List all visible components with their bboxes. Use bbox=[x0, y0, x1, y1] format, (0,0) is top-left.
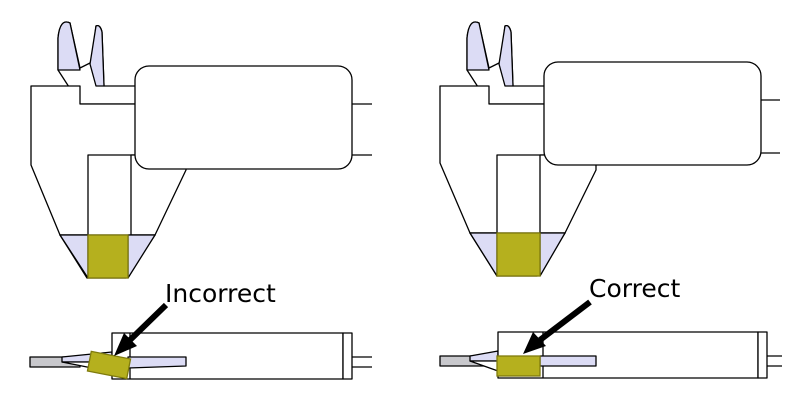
caliper-right-upper-jaw-face-2 bbox=[498, 24, 514, 87]
caliper-left-tip-face-right bbox=[127, 234, 156, 279]
side-right-fixed-jaw-upper bbox=[469, 350, 499, 362]
caliper-right-tip-face-right bbox=[539, 232, 566, 277]
side-left-body bbox=[111, 332, 344, 380]
workpiece-left bbox=[87, 234, 129, 279]
side-left-rod bbox=[352, 356, 372, 368]
arrow-correct bbox=[523, 299, 592, 354]
side-right-sliding-jaw bbox=[539, 355, 597, 367]
side-view-right bbox=[439, 331, 782, 379]
side-view-left bbox=[29, 332, 372, 380]
caliper-left bbox=[30, 21, 372, 279]
workpiece-right bbox=[496, 232, 541, 277]
caliper-right-tip-face-left bbox=[469, 232, 498, 277]
caliper-left-body bbox=[134, 65, 353, 170]
caliper-right-depth-rod bbox=[761, 99, 780, 154]
caliper-left-upper-jaw-face-2 bbox=[89, 24, 105, 87]
label-correct: Correct bbox=[589, 274, 680, 303]
caliper-left-tip-face-left bbox=[59, 234, 89, 279]
side-workpiece-left-tilted bbox=[86, 350, 132, 380]
label-incorrect: Incorrect bbox=[165, 279, 276, 308]
caliper-right-upper-jaw-face bbox=[466, 21, 490, 71]
side-left-end bbox=[342, 332, 353, 380]
side-left-sliding-jaw bbox=[127, 356, 187, 369]
caliper-left-main-jaw bbox=[30, 85, 137, 236]
arrow-incorrect bbox=[114, 302, 169, 356]
side-right-rod bbox=[767, 355, 782, 367]
side-right-end bbox=[757, 331, 768, 379]
caliper-right-sliding-jaw bbox=[539, 154, 597, 234]
caliper-right-body bbox=[543, 61, 762, 166]
caliper-left-depth-rod bbox=[352, 103, 372, 156]
caliper-right bbox=[439, 21, 780, 277]
side-workpiece-right bbox=[496, 355, 541, 377]
caliper-right-main-jaw bbox=[439, 85, 546, 234]
caliper-left-upper-jaw-face bbox=[57, 21, 81, 71]
